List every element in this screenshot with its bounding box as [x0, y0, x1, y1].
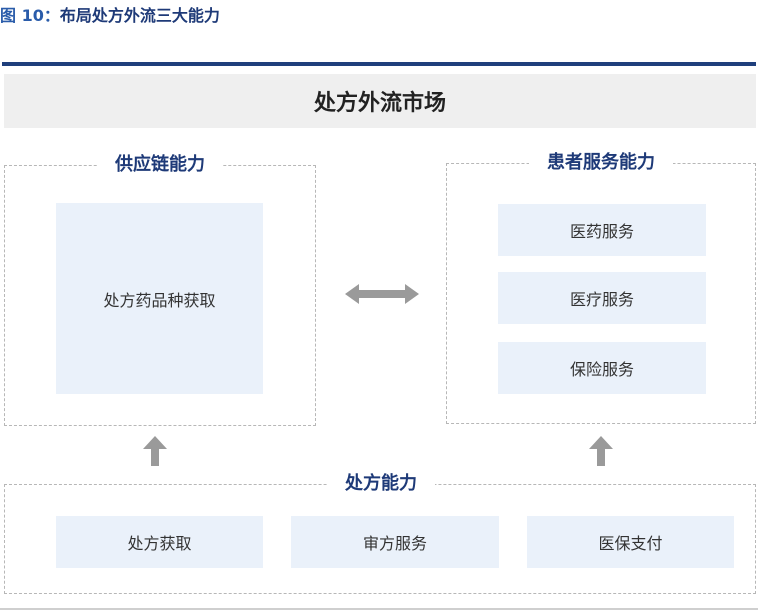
prescription-item-acquire: 处方获取 [56, 516, 263, 568]
caption-prefix: 图 10： [0, 6, 60, 25]
prescription-title: 处方能力 [327, 472, 435, 496]
supply-item: 处方药品种获取 [56, 203, 263, 394]
header-rule [2, 62, 756, 66]
supply-chain-title: 供应链能力 [97, 153, 223, 177]
patient-item-pharma: 医药服务 [498, 204, 706, 256]
prescription-item-review: 审方服务 [291, 516, 499, 568]
patient-service-title: 患者服务能力 [529, 151, 673, 175]
footer-rule [0, 608, 758, 610]
prescription-item-insurance-pay: 医保支付 [527, 516, 734, 568]
up-arrow-left-icon [143, 436, 167, 466]
up-arrow-right-icon [589, 436, 613, 466]
figure-caption: 图 10：布局处方外流三大能力 [0, 2, 220, 26]
patient-item-medical: 医疗服务 [498, 272, 706, 324]
patient-item-insurance: 保险服务 [498, 342, 706, 394]
double-arrow-icon [345, 284, 419, 304]
caption-title: 布局处方外流三大能力 [59, 6, 220, 25]
market-banner: 处方外流市场 [4, 74, 756, 128]
